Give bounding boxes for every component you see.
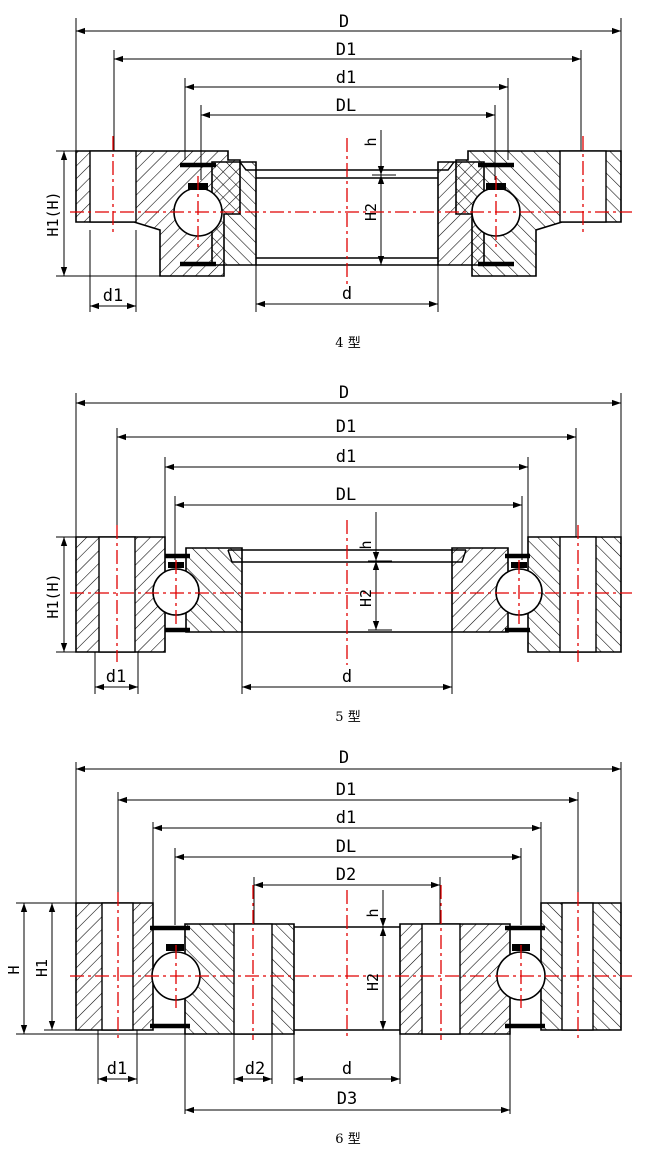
type6-label-DL: DL: [336, 837, 356, 857]
type6-label-H2: H2: [364, 973, 382, 991]
type5-label-DL: DL: [336, 485, 356, 505]
type6-label-D1: D1: [336, 780, 356, 800]
type6-centerlines: [70, 885, 632, 1040]
type4-drawing: D D1 d1 DL d d1 h H2 H1(H) 4 型: [44, 12, 632, 351]
type5-label-D: D: [339, 383, 349, 403]
type4-label-d1-top: d1: [336, 68, 356, 88]
type6-label-H1: H1: [33, 959, 51, 977]
type5-centerlines: [70, 520, 632, 665]
type4-label-D: D: [339, 12, 349, 32]
type5-drawing: D D1 d1 DL d d1 h H2 H1(H) 5 型: [44, 383, 632, 725]
type4-label-DL: DL: [336, 96, 356, 116]
type4-label-H2: H2: [362, 203, 380, 221]
type6-drawing: D D1 d1 DL D2 d d2 d1 D3 h H2 H H1 6 型: [5, 748, 632, 1147]
type5-label-d: d: [342, 667, 352, 687]
type6-label-D: D: [339, 748, 349, 768]
type6-extension-lines: [16, 762, 622, 1114]
type4-extension-lines: [56, 18, 622, 312]
type4-label-H1H: H1(H): [44, 191, 62, 236]
type6-label-d1-top: d1: [336, 808, 356, 828]
type5-label-H1H: H1(H): [44, 573, 62, 618]
type5-extension-lines: [56, 393, 622, 694]
type6-label-d2: d2: [245, 1059, 265, 1079]
type4-label-h: h: [362, 137, 380, 146]
type5-label-d1-top: d1: [336, 447, 356, 467]
type4-centerlines: [70, 136, 632, 285]
type6-label-d1-bottom: d1: [107, 1059, 127, 1079]
type6-label-D2: D2: [336, 865, 356, 885]
type5-label-D1: D1: [336, 417, 356, 437]
type4-label-D1: D1: [336, 40, 356, 60]
type5-caption: 5 型: [335, 710, 360, 725]
type5-label-d1-bottom: d1: [106, 667, 126, 687]
type4-caption: 4 型: [335, 336, 360, 351]
type5-label-h: h: [357, 540, 375, 549]
type6-label-H: H: [5, 965, 23, 974]
type4-label-d1-bottom: d1: [103, 286, 123, 306]
type6-label-D3: D3: [337, 1089, 357, 1109]
type6-caption: 6 型: [335, 1132, 360, 1147]
type4-label-d: d: [342, 284, 352, 304]
type6-label-h: h: [364, 908, 382, 917]
type5-label-H2: H2: [357, 589, 375, 607]
type6-label-d: d: [342, 1059, 352, 1079]
